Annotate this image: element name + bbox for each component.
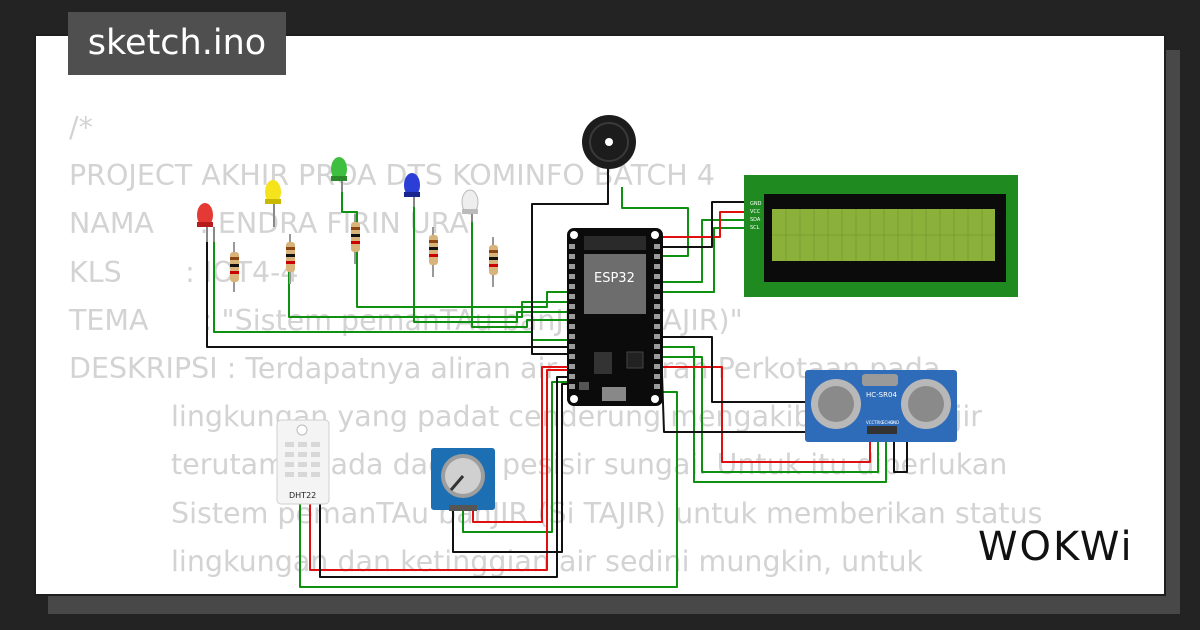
esp32-pin (654, 304, 660, 309)
lcd-pin-label: GND (750, 201, 762, 207)
wire (472, 366, 572, 523)
esp32-pin (569, 354, 575, 359)
wire (288, 264, 572, 318)
ultrasonic-pin-label: ECHO (882, 420, 893, 425)
esp32-pin-headers (569, 244, 660, 389)
circuit-diagram: ESP32 (197, 115, 1018, 588)
ultrasonic-label: HC-SR04 (866, 391, 897, 399)
esp32-pin (569, 304, 575, 309)
wire (662, 356, 879, 473)
wire (341, 187, 572, 308)
esp32-board[interactable]: ESP32 (567, 228, 663, 406)
code-line: PROJECT AKHIR PROA DTS KOMINFO BATCH 4 (69, 159, 715, 193)
esp32-pin (569, 344, 575, 349)
esp32-pin (654, 284, 660, 289)
led-green[interactable] (331, 157, 347, 192)
wire (662, 227, 747, 293)
wire (299, 391, 678, 588)
esp32-pin (569, 244, 575, 249)
led-white[interactable] (461, 189, 479, 222)
led-blue[interactable] (404, 173, 420, 207)
esp32-pin (569, 384, 575, 389)
esp32-pin (654, 274, 660, 279)
esp32-pin (569, 314, 575, 319)
code-line: Sistem pemanTAu banJIR (Si TAJIR) untuk … (171, 496, 1043, 530)
esp32-pin (654, 324, 660, 329)
code-line: lingkungan dan ketinggian air sedini mun… (171, 544, 924, 578)
esp32-pin (569, 374, 575, 379)
led-yellow[interactable] (265, 180, 281, 227)
wire (206, 242, 572, 348)
code-line: /* (69, 111, 93, 144)
ultrasonic-pin-label: VCC (866, 420, 875, 425)
ultrasonic-pin-label: GND (890, 420, 899, 425)
esp32-pin (654, 244, 660, 249)
wire (452, 383, 572, 553)
code-line: KLS : IOT4-4 (69, 255, 299, 289)
esp32-pin (569, 334, 575, 339)
esp32-pin (654, 354, 660, 359)
lcd-pin-label: VCC (750, 209, 761, 215)
wire (213, 242, 572, 341)
resistor[interactable] (286, 234, 295, 284)
wire (531, 162, 609, 355)
esp32-pin (569, 264, 575, 269)
wire (662, 211, 747, 238)
esp32-pin (654, 344, 660, 349)
wire (319, 376, 572, 578)
dht22-sensor[interactable]: DHT22 (276, 419, 330, 505)
wire (413, 202, 572, 323)
wokwi-logo: WOKWi (978, 524, 1134, 570)
power-wires (309, 211, 871, 571)
esp32-pin (654, 384, 660, 389)
wire (471, 217, 572, 328)
ultrasonic-sensor[interactable]: HC-SR04 VCC TRIG ECHO GND (805, 370, 957, 442)
code-line: NAMA : ENDRA FIRIN URA (69, 207, 469, 241)
wire (309, 369, 572, 571)
esp32-pin (569, 294, 575, 299)
esp32-pin (569, 274, 575, 279)
lcd-display[interactable]: GND VCC SDA SCL (744, 175, 1018, 297)
wire (662, 219, 747, 283)
esp32-label: ESP32 (594, 271, 635, 286)
code-comment-block: /* PROJECT AKHIR PROA DTS KOMINFO BATCH … (69, 104, 1043, 586)
diagram-canvas[interactable]: /* PROJECT AKHIR PROA DTS KOMINFO BATCH … (34, 34, 1166, 596)
lcd-pin-label: SCL (750, 225, 760, 231)
buzzer[interactable] (582, 115, 636, 169)
esp32-pin (569, 254, 575, 259)
esp32-pin (569, 284, 575, 289)
ultrasonic-pin-label: TRIG (873, 420, 884, 425)
resistor[interactable] (489, 237, 498, 287)
esp32-pin (654, 264, 660, 269)
esp32-pin (654, 374, 660, 379)
esp32-pin (569, 364, 575, 369)
wire (662, 366, 871, 463)
esp32-pin (654, 254, 660, 259)
esp32-pin (654, 334, 660, 339)
esp32-pin (569, 324, 575, 329)
resistor[interactable] (230, 242, 239, 292)
wire (462, 381, 572, 533)
resistor[interactable] (351, 214, 360, 264)
wire (621, 187, 689, 257)
led-red[interactable] (197, 203, 215, 242)
potentiometer[interactable] (431, 448, 495, 511)
resistor[interactable] (429, 227, 438, 277)
lcd-pin-label: SDA (750, 217, 761, 223)
wire (662, 346, 887, 483)
file-tab[interactable]: sketch.ino (68, 12, 286, 75)
esp32-pin (654, 314, 660, 319)
esp32-pin (654, 364, 660, 369)
esp32-pin (654, 294, 660, 299)
dht22-label: DHT22 (289, 491, 316, 500)
wire (662, 201, 747, 248)
